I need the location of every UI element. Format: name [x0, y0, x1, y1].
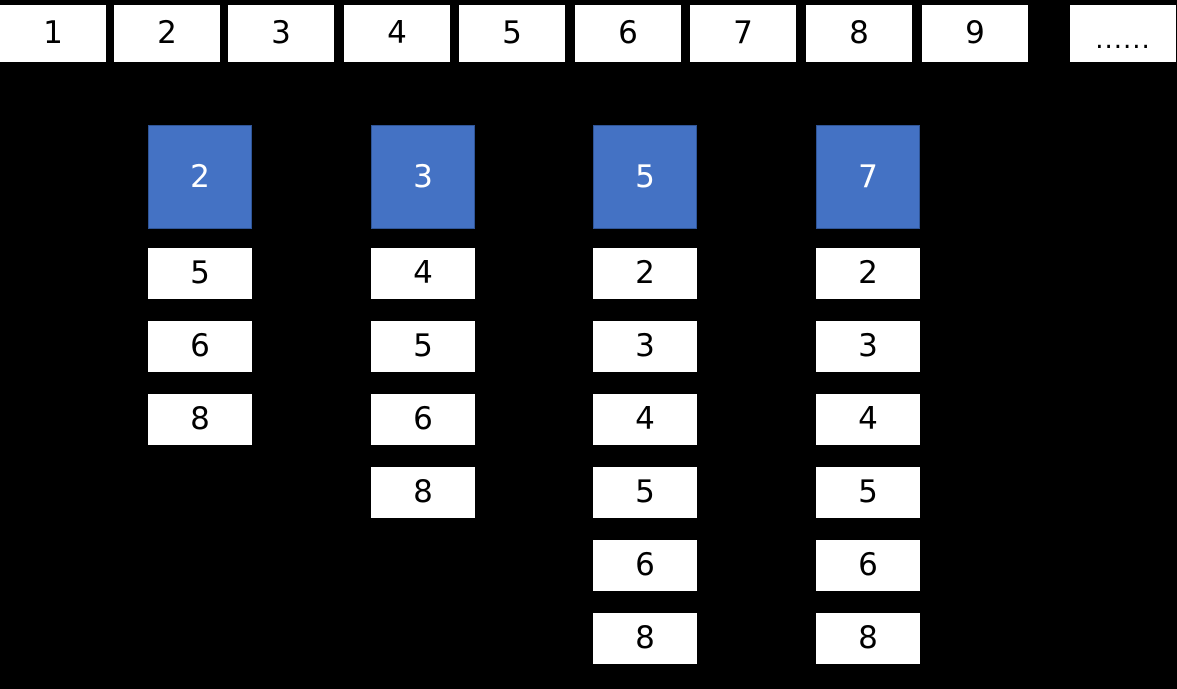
column-value-box[interactable]: 4 — [816, 394, 920, 445]
index-cell-5[interactable]: 5 — [459, 5, 565, 62]
column-value-box[interactable]: 3 — [816, 321, 920, 372]
index-cell-7[interactable]: 7 — [690, 5, 796, 62]
index-cell-3[interactable]: 3 — [228, 5, 334, 62]
index-cell-2[interactable]: 2 — [114, 5, 220, 62]
column-value-box[interactable]: 2 — [816, 248, 920, 299]
column-value-box[interactable]: 5 — [593, 467, 697, 518]
column-value-box[interactable]: 8 — [816, 613, 920, 664]
column-value-box[interactable]: 8 — [593, 613, 697, 664]
index-cell-6[interactable]: 6 — [575, 5, 681, 62]
column-value-box[interactable]: 6 — [148, 321, 252, 372]
column-value-box[interactable]: 2 — [593, 248, 697, 299]
index-cell-ellipsis[interactable]: ...... — [1070, 5, 1176, 62]
column-7: 7 2 3 4 5 6 8 — [816, 125, 920, 686]
column-3: 3 4 5 6 8 — [371, 125, 475, 540]
column-value-box[interactable]: 4 — [593, 394, 697, 445]
column-value-box[interactable]: 5 — [148, 248, 252, 299]
column-value-box[interactable]: 8 — [148, 394, 252, 445]
column-value-box[interactable]: 6 — [371, 394, 475, 445]
index-cell-8[interactable]: 8 — [806, 5, 912, 62]
column-header-box[interactable]: 7 — [816, 125, 920, 229]
column-header-box[interactable]: 2 — [148, 125, 252, 229]
column-value-box[interactable]: 3 — [593, 321, 697, 372]
column-value-box[interactable]: 4 — [371, 248, 475, 299]
column-header-box[interactable]: 5 — [593, 125, 697, 229]
column-2: 2 5 6 8 — [148, 125, 252, 467]
column-value-box[interactable]: 5 — [816, 467, 920, 518]
column-value-box[interactable]: 5 — [371, 321, 475, 372]
index-cell-9[interactable]: 9 — [922, 5, 1028, 62]
column-value-box[interactable]: 6 — [593, 540, 697, 591]
column-value-box[interactable]: 8 — [371, 467, 475, 518]
column-value-box[interactable]: 6 — [816, 540, 920, 591]
column-5: 5 2 3 4 5 6 8 — [593, 125, 697, 686]
column-header-box[interactable]: 3 — [371, 125, 475, 229]
index-cell-1[interactable]: 1 — [0, 5, 106, 62]
index-cell-4[interactable]: 4 — [344, 5, 450, 62]
